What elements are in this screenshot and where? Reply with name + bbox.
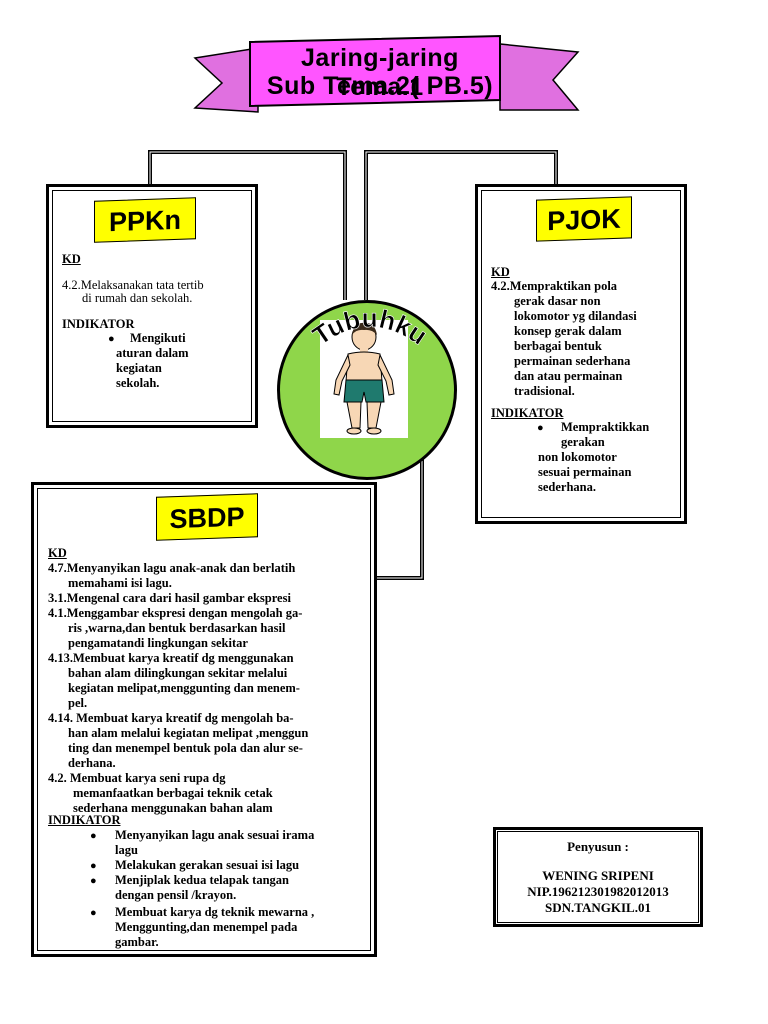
sbdp-ind-1-line-1: Menyanyikan lagu anak sesuai irama: [115, 828, 315, 842]
ppkn-kd-label: KD: [62, 252, 81, 266]
sbdp-ind-4-line-2: Menggunting,dan menempel pada: [115, 920, 298, 934]
sbdp-kd-line-15: 4.2. Membuat karya seni rupa dg: [48, 771, 226, 785]
sbdp-ind-3-line-1: Menjiplak kedua telapak tangan: [115, 873, 289, 887]
center-title-arc: Tubuhku: [307, 303, 433, 351]
ppkn-bullet: ●: [108, 333, 115, 345]
pjok-flag: PJOK: [536, 196, 632, 242]
ppkn-indikator-label: INDIKATOR: [62, 317, 135, 331]
boy-illustration: [333, 322, 395, 435]
pjok-kd-line-6: permainan sederhana: [514, 354, 631, 368]
sbdp-bullet-2: ●: [90, 860, 97, 872]
sbdp-bullet-4: ●: [90, 907, 97, 919]
sbdp-kd-line-2: memahami isi lagu.: [68, 576, 172, 590]
ppkn-ind-line-1: Mengikuti: [130, 331, 186, 345]
sbdp-kd-label: KD: [48, 546, 67, 560]
sbdp-ind-2-line-1: Melakukan gerakan sesuai isi lagu: [115, 858, 300, 872]
sbdp-indikator-label: INDIKATOR: [48, 813, 121, 827]
author-label: Penyusun :: [567, 839, 629, 854]
pjok-indikator-label: INDIKATOR: [491, 406, 564, 420]
center-title: Tubuhku: [307, 303, 433, 351]
sbdp-box-inner: [37, 488, 371, 951]
pjok-kd-line-1: 4.2.Mempraktikan pola: [491, 279, 618, 293]
pjok-kd-line-7: dan atau permainan: [514, 369, 623, 383]
pjok-ind-line-3: non lokomotor: [538, 450, 617, 464]
pjok-kd-line-4: konsep gerak dalam: [514, 324, 622, 338]
sbdp-kd-line-4: 4.1.Menggambar ekspresi dengan mengolah …: [48, 606, 303, 620]
sbdp-kd-line-1: 4.7.Menyanyikan lagu anak-anak dan berla…: [48, 561, 296, 575]
pjok-box-inner: [481, 190, 681, 518]
sbdp-ind-1-line-2: lagu: [115, 843, 138, 857]
sbdp-kd-line-13: ting dan menempel bentuk pola dan alur s…: [68, 741, 303, 755]
sbdp-kd-line-17: sederhana menggunakan bahan alam: [73, 801, 273, 815]
ppkn-ind-line-2: aturan dalam: [116, 346, 189, 360]
pjok-ind-line-2: gerakan: [561, 435, 605, 449]
sbdp-flag: SBDP: [156, 493, 258, 541]
pjok-kd-line-2: gerak dasar non: [514, 294, 601, 308]
ppkn-kd-line-1: 4.2.Melaksanakan tata tertib: [62, 278, 204, 292]
pjok-ind-line-4: sesuai permainan: [538, 465, 632, 479]
title-line-2: Sub Tema.2( PB.5): [266, 72, 494, 100]
author-nip: NIP.196212301982012013: [527, 884, 669, 899]
sbdp-kd-line-11: 4.14. Membuat karya kreatif dg mengolah …: [48, 711, 294, 725]
sbdp-kd-line-3: 3.1.Mengenal cara dari hasil gambar eksp…: [48, 591, 291, 605]
sbdp-kd-line-16: memanfaatkan berbagai teknik cetak: [73, 786, 273, 800]
sbdp-ind-4-line-3: gambar.: [115, 935, 159, 949]
author-box: [493, 827, 703, 927]
sbdp-kd-line-12: han alam melalui kegiatan melipat ,mengg…: [68, 726, 309, 740]
pjok-bullet: ●: [537, 422, 544, 434]
sbdp-kd-line-14: derhana.: [68, 756, 116, 770]
sbdp-ind-3-line-2: dengan pensil /krayon.: [115, 888, 237, 902]
pjok-kd-line-8: tradisional.: [514, 384, 575, 398]
pjok-kd-label: KD: [491, 265, 510, 279]
pjok-kd-line-5: berbagai bentuk: [514, 339, 602, 353]
sbdp-kd-line-5: ris ,warna,dan bentuk berdasarkan hasil: [68, 621, 286, 635]
sbdp-kd-line-10: pel.: [68, 696, 88, 710]
author-box-inner: [497, 831, 699, 923]
title-line-1: Jaring-jaring Tema.1: [301, 44, 459, 101]
sbdp-kd-line-6: pengamatandi lingkungan sekitar: [68, 636, 248, 650]
author-name: WENING SRIPENI: [542, 868, 654, 883]
sbdp-bullet-1: ●: [90, 830, 97, 842]
ppkn-ind-line-3: kegiatan: [116, 361, 162, 375]
ppkn-ind-line-4: sekolah.: [116, 376, 160, 390]
svg-text:Tubuhku: Tubuhku: [307, 303, 433, 351]
sbdp-kd-line-8: bahan alam dilingkungan sekitar melalui: [68, 666, 288, 680]
ppkn-box-inner: [52, 190, 252, 422]
ppkn-flag: PPKn: [94, 197, 196, 243]
sbdp-kd-line-9: kegiatan melipat,menggunting dan menem-: [68, 681, 300, 695]
pjok-ind-line-5: sederhana.: [538, 480, 596, 494]
author-school: SDN.TANGKIL.01: [545, 900, 651, 915]
title-ribbon: [193, 34, 580, 113]
sbdp-kd-line-7: 4.13.Membuat karya kreatif dg menggunaka…: [48, 651, 294, 665]
sbdp-bullet-3: ●: [90, 875, 97, 887]
ppkn-kd-line-2: di rumah dan sekolah.: [82, 291, 193, 305]
sbdp-box: [31, 482, 377, 957]
sbdp-ind-4-line-1: Membuat karya dg teknik mewarna ,: [115, 905, 315, 919]
pjok-ind-line-1: Mempraktikkan: [561, 420, 650, 434]
pjok-kd-line-3: lokomotor yg dilandasi: [514, 309, 637, 323]
